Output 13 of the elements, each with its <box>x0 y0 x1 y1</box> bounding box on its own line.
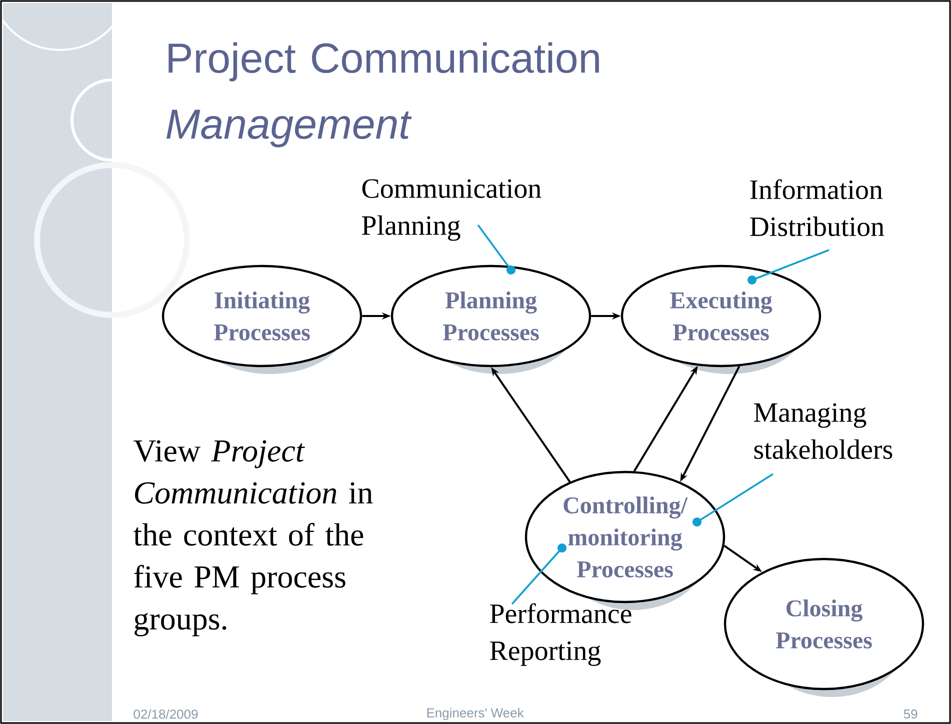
description-paragraph: View Project Communication in the context of the five PM process groups. <box>134 440 373 636</box>
title: Project Communication Management <box>166 42 599 148</box>
callout-text: Communication Planning <box>362 179 542 241</box>
page-number: 59 <box>904 709 918 719</box>
leader-line <box>692 473 774 526</box>
node-label: Closing Processes <box>776 600 872 648</box>
callout-text: Managing stakeholders <box>754 403 892 460</box>
leader-line <box>511 544 566 605</box>
callout-text: Information Distribution <box>750 179 884 236</box>
footer-text: Engineers' Week <box>427 708 524 720</box>
leader-line <box>477 224 516 274</box>
leader-line <box>748 249 830 284</box>
footer-date: 02/18/2009 <box>134 709 198 719</box>
